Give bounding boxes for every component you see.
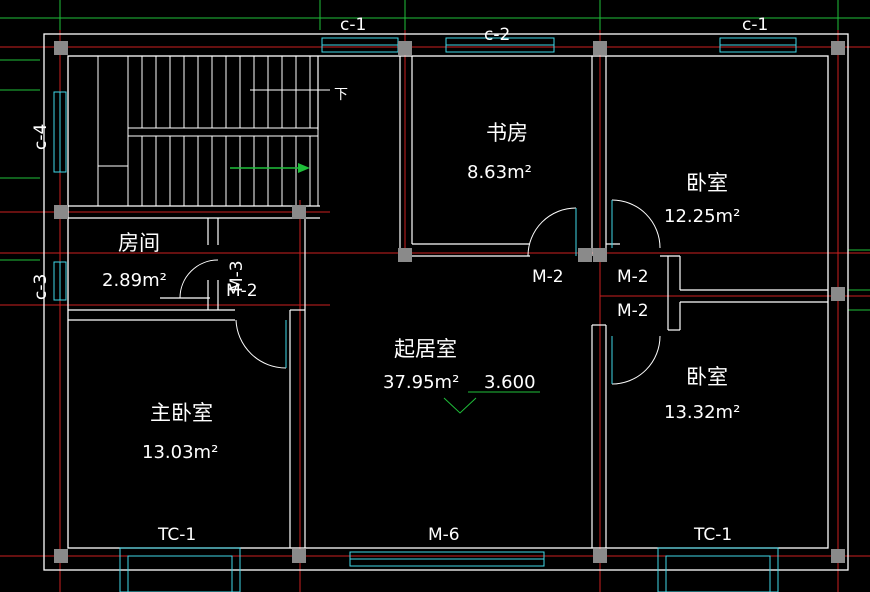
interior-walls — [68, 56, 828, 548]
window-top-center-label: c-2 — [484, 25, 510, 45]
living-elevation: 3.600 — [484, 372, 536, 393]
study-name: 书房 — [486, 121, 528, 145]
spare-door-label: M-2 — [226, 281, 258, 301]
spare-side-door-label: M-3 — [227, 260, 247, 292]
door-swings — [179, 199, 661, 385]
study-door-label: M-2 — [532, 267, 564, 287]
stair-down-label: 下 — [334, 87, 348, 103]
bedroom-ne-door-label: M-2 — [617, 267, 649, 287]
staircase — [97, 55, 319, 207]
study-area: 8.63m² — [467, 162, 532, 183]
bedroom-se-name: 卧室 — [686, 365, 728, 389]
bedroom-ne-name: 卧室 — [686, 171, 728, 195]
window-left-upper-label: c-4 — [31, 124, 51, 150]
spare-room-area: 2.89m² — [102, 270, 167, 291]
master-bedroom-area: 13.03m² — [142, 442, 218, 463]
bedroom-ne-area: 12.25m² — [664, 206, 740, 227]
bedroom-se-door-label: M-2 — [617, 301, 649, 321]
axis-lines — [0, 30, 870, 592]
window-top-right-label: c-1 — [742, 15, 768, 35]
stair-arrow — [230, 89, 330, 173]
window-bottom-right-label: TC-1 — [693, 525, 732, 545]
window-left-lower-label: c-3 — [31, 274, 51, 300]
living-area: 37.95m² — [383, 372, 459, 393]
spare-room-name: 房间 — [118, 231, 160, 255]
living-name: 起居室 — [394, 337, 457, 361]
structural-columns — [54, 41, 845, 563]
elevation-marker — [443, 391, 540, 414]
window-top-left-label: c-1 — [340, 15, 366, 35]
window-bottom-left-label: TC-1 — [157, 525, 196, 545]
windows — [53, 37, 797, 592]
master-bedroom-name: 主卧室 — [150, 401, 213, 425]
living-main-door-label: M-6 — [428, 525, 460, 545]
bedroom-se-area: 13.32m² — [664, 402, 740, 423]
